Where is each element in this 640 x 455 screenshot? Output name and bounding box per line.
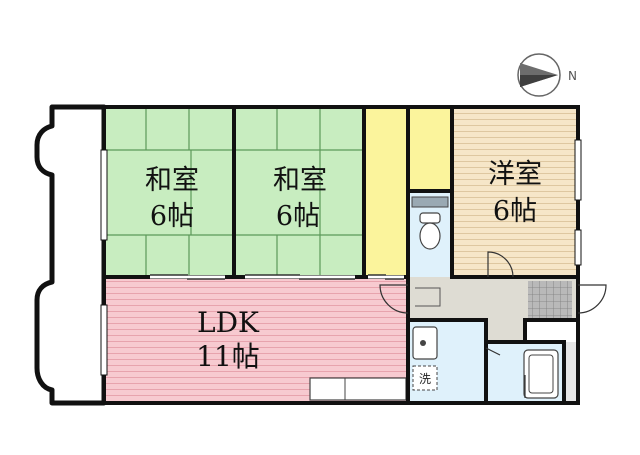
washer-space: 洗 bbox=[412, 365, 438, 391]
bathtub-icon bbox=[523, 349, 559, 399]
entrance-tile bbox=[528, 281, 572, 319]
label-ldk: LDK 11帖 bbox=[196, 306, 260, 373]
sink-icon bbox=[412, 326, 438, 360]
windows bbox=[100, 139, 582, 376]
washitsu-room-2 bbox=[234, 107, 364, 277]
toilet-room bbox=[408, 191, 452, 277]
washitsu-room-1 bbox=[104, 107, 234, 277]
sliding-doors bbox=[150, 274, 404, 280]
room-size-washitsu-1: 6帖 bbox=[150, 201, 194, 232]
room-name-washitsu-2: 和室 bbox=[273, 165, 327, 196]
storage-right bbox=[564, 342, 578, 403]
washroom: 洗 bbox=[408, 320, 486, 403]
room-size-washitsu-2: 6帖 bbox=[276, 201, 320, 232]
balcony bbox=[34, 104, 107, 406]
toilet-icon bbox=[419, 212, 441, 250]
label-washitsu-1: 和室 6帖 bbox=[145, 165, 199, 232]
label-washitsu-2: 和室 6帖 bbox=[273, 165, 327, 232]
kitchen-counter bbox=[309, 377, 407, 401]
yoshitsu-room bbox=[452, 107, 578, 277]
compass-north-icon bbox=[517, 53, 561, 97]
swing-doors bbox=[379, 251, 607, 398]
room-size-ldk: 11帖 bbox=[196, 340, 260, 373]
label-yoshitsu: 洋室 6帖 bbox=[488, 159, 542, 227]
washer-label: 洗 bbox=[419, 372, 431, 386]
hallway bbox=[408, 277, 578, 342]
room-name-ldk: LDK bbox=[197, 306, 260, 339]
compass-label: N bbox=[568, 69, 577, 83]
room-name-yoshitsu: 洋室 bbox=[488, 159, 542, 190]
room-name-washitsu-1: 和室 bbox=[145, 165, 199, 196]
room-size-yoshitsu: 6帖 bbox=[493, 196, 537, 227]
compass: N bbox=[517, 53, 577, 97]
closet-small bbox=[408, 107, 452, 191]
closet-center bbox=[364, 107, 408, 277]
